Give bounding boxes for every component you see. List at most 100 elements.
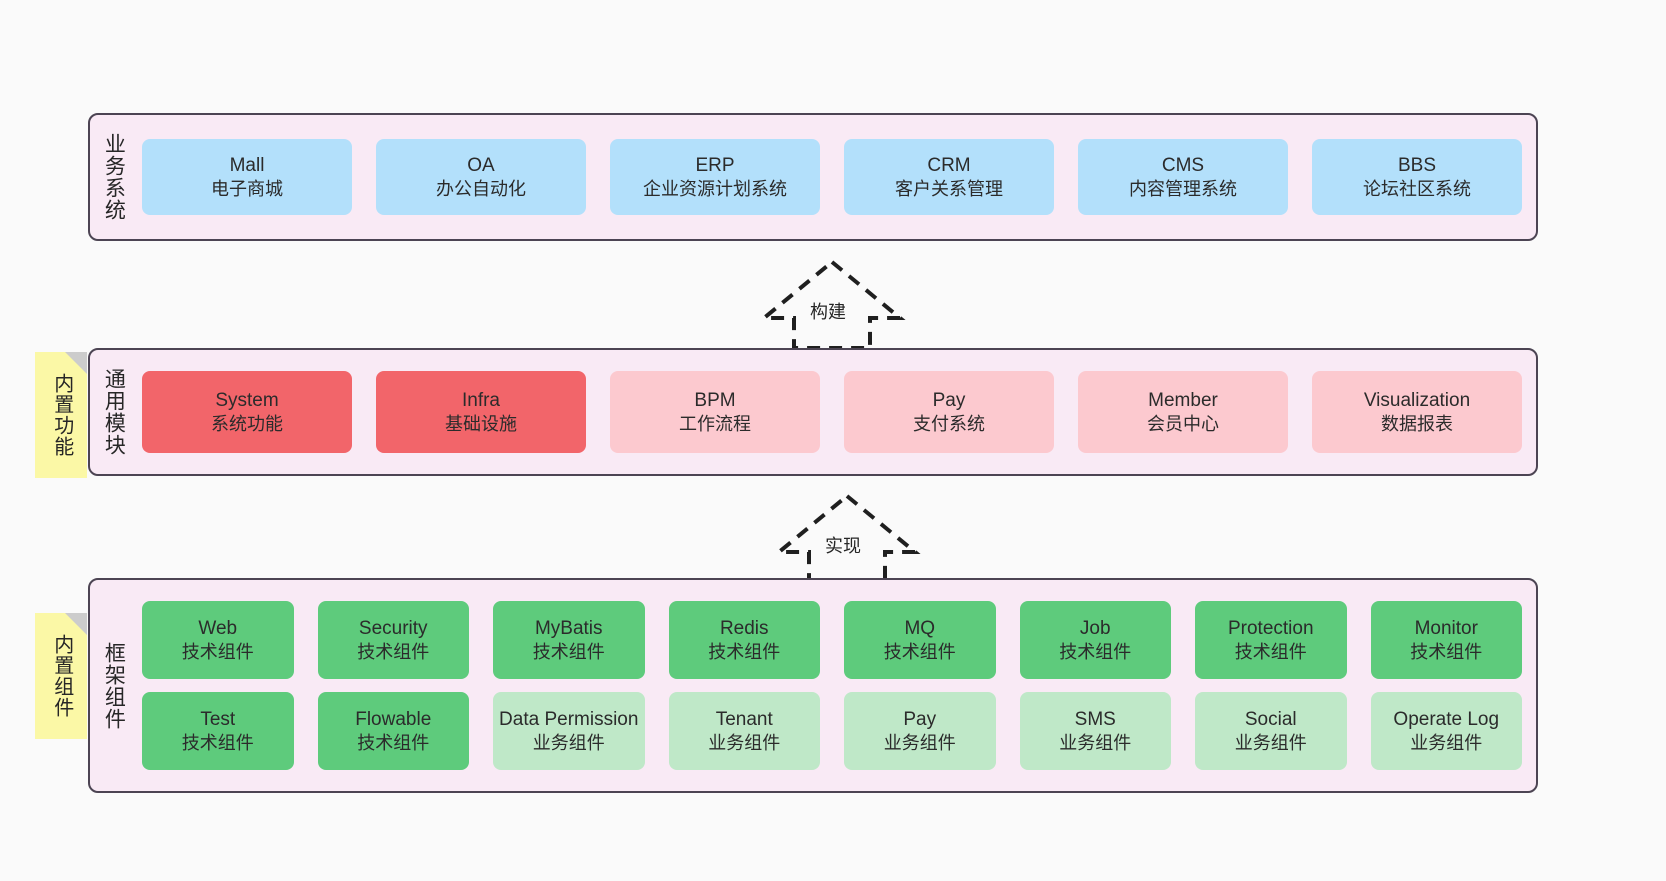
connector-realize-label: 实现 xyxy=(823,532,863,558)
node-subtitle: 工作流程 xyxy=(679,413,751,434)
node-title: Protection xyxy=(1227,617,1314,639)
node-visualization[interactable]: Visualization 数据报表 xyxy=(1312,371,1522,453)
node-title: Member xyxy=(1148,389,1218,411)
layer-title-module: 通用模块 xyxy=(102,368,126,456)
connector-realize-arrow: 实现 xyxy=(772,492,922,584)
node-subtitle: 技术组件 xyxy=(1234,641,1307,662)
connector-build-label: 构建 xyxy=(808,298,848,324)
node-subtitle: 技术组件 xyxy=(1059,641,1132,662)
layer-title-business: 业务系统 xyxy=(102,133,126,221)
node-subtitle: 业务组件 xyxy=(1234,732,1307,753)
node-title: MyBatis xyxy=(534,617,603,639)
node-pay-component[interactable]: Pay 业务组件 xyxy=(844,692,996,770)
node-protection[interactable]: Protection 技术组件 xyxy=(1195,601,1347,679)
node-row: System 系统功能 Infra 基础设施 BPM 工作流程 Pay 支付系统… xyxy=(142,371,1522,453)
node-subtitle: 论坛社区系统 xyxy=(1363,178,1471,199)
node-title: ERP xyxy=(695,154,735,176)
node-row: Web 技术组件 Security 技术组件 MyBatis 技术组件 Redi… xyxy=(142,601,1522,679)
layer-business: 业务系统 Mall 电子商城 OA 办公自动化 ERP 企业资源计划系统 CRM… xyxy=(88,113,1538,241)
node-operate-log[interactable]: Operate Log 业务组件 xyxy=(1370,692,1522,770)
node-subtitle: 业务组件 xyxy=(1059,732,1132,753)
node-data-permission[interactable]: Data Permission 业务组件 xyxy=(493,692,645,770)
node-title: Tenant xyxy=(715,708,773,730)
node-title: Pay xyxy=(903,708,937,730)
node-erp[interactable]: ERP 企业资源计划系统 xyxy=(610,139,820,215)
node-title: SMS xyxy=(1074,708,1116,730)
node-subtitle: 数据报表 xyxy=(1381,413,1453,434)
node-pay-module[interactable]: Pay 支付系统 xyxy=(844,371,1054,453)
node-subtitle: 技术组件 xyxy=(532,641,605,662)
node-mall[interactable]: Mall 电子商城 xyxy=(142,139,352,215)
layer-body-business: Mall 电子商城 OA 办公自动化 ERP 企业资源计划系统 CRM 客户关系… xyxy=(136,115,1536,239)
node-subtitle: 技术组件 xyxy=(181,732,254,753)
node-title: Job xyxy=(1079,617,1111,639)
node-title: Flowable xyxy=(355,708,432,730)
node-title: Test xyxy=(200,708,236,730)
node-title: BBS xyxy=(1397,154,1437,176)
node-title: MQ xyxy=(904,617,936,639)
node-subtitle: 系统功能 xyxy=(211,413,283,434)
node-job[interactable]: Job 技术组件 xyxy=(1019,601,1171,679)
node-subtitle: 基础设施 xyxy=(445,413,517,434)
layer-framework: 框架组件 Web 技术组件 Security 技术组件 MyBatis 技术组件… xyxy=(88,578,1538,793)
node-tenant[interactable]: Tenant 业务组件 xyxy=(668,692,820,770)
node-title: Visualization xyxy=(1363,389,1471,411)
node-title: Security xyxy=(358,617,428,639)
node-bbs[interactable]: BBS 论坛社区系统 xyxy=(1312,139,1522,215)
node-row: Test 技术组件 Flowable 技术组件 Data Permission … xyxy=(142,692,1522,770)
node-title: Operate Log xyxy=(1393,708,1500,730)
node-sms[interactable]: SMS 业务组件 xyxy=(1019,692,1171,770)
layer-body-framework: Web 技术组件 Security 技术组件 MyBatis 技术组件 Redi… xyxy=(136,580,1536,791)
node-title: Infra xyxy=(461,389,501,411)
node-test[interactable]: Test 技术组件 xyxy=(142,692,294,770)
node-title: CRM xyxy=(927,154,971,176)
node-security[interactable]: Security 技术组件 xyxy=(317,601,469,679)
node-title: Redis xyxy=(719,617,769,639)
node-subtitle: 业务组件 xyxy=(532,732,605,753)
node-member[interactable]: Member 会员中心 xyxy=(1078,371,1288,453)
node-monitor[interactable]: Monitor 技术组件 xyxy=(1370,601,1522,679)
note-builtin-features: 内置功能 xyxy=(35,352,87,478)
node-subtitle: 会员中心 xyxy=(1147,413,1219,434)
layer-title-framework: 框架组件 xyxy=(102,641,126,730)
node-subtitle: 电子商城 xyxy=(211,178,283,199)
node-social[interactable]: Social 业务组件 xyxy=(1195,692,1347,770)
node-subtitle: 技术组件 xyxy=(181,641,254,662)
node-title: Social xyxy=(1244,708,1297,730)
node-subtitle: 业务组件 xyxy=(1410,732,1483,753)
node-subtitle: 技术组件 xyxy=(1410,641,1483,662)
node-redis[interactable]: Redis 技术组件 xyxy=(668,601,820,679)
node-subtitle: 业务组件 xyxy=(708,732,781,753)
node-subtitle: 业务组件 xyxy=(883,732,956,753)
node-subtitle: 办公自动化 xyxy=(436,178,526,199)
node-title: OA xyxy=(467,154,495,176)
node-cms[interactable]: CMS 内容管理系统 xyxy=(1078,139,1288,215)
node-system[interactable]: System 系统功能 xyxy=(142,371,352,453)
node-title: Data Permission xyxy=(499,708,639,730)
node-web[interactable]: Web 技术组件 xyxy=(142,601,294,679)
layer-body-module: System 系统功能 Infra 基础设施 BPM 工作流程 Pay 支付系统… xyxy=(136,350,1536,474)
node-crm[interactable]: CRM 客户关系管理 xyxy=(844,139,1054,215)
node-title: BPM xyxy=(694,389,736,411)
node-mq[interactable]: MQ 技术组件 xyxy=(844,601,996,679)
connector-build-arrow: 构建 xyxy=(757,258,907,350)
node-title: Monitor xyxy=(1414,617,1478,639)
node-oa[interactable]: OA 办公自动化 xyxy=(376,139,586,215)
node-row: Mall 电子商城 OA 办公自动化 ERP 企业资源计划系统 CRM 客户关系… xyxy=(142,139,1522,215)
node-bpm[interactable]: BPM 工作流程 xyxy=(610,371,820,453)
node-title: Web xyxy=(198,617,238,639)
node-title: System xyxy=(215,389,279,411)
node-subtitle: 技术组件 xyxy=(708,641,781,662)
node-subtitle: 企业资源计划系统 xyxy=(643,178,787,199)
node-subtitle: 客户关系管理 xyxy=(895,178,1003,199)
note-builtin-components: 内置组件 xyxy=(35,613,87,739)
layer-module: 通用模块 System 系统功能 Infra 基础设施 BPM 工作流程 Pay… xyxy=(88,348,1538,476)
node-title: Mall xyxy=(229,154,265,176)
node-mybatis[interactable]: MyBatis 技术组件 xyxy=(493,601,645,679)
node-infra[interactable]: Infra 基础设施 xyxy=(376,371,586,453)
node-subtitle: 支付系统 xyxy=(913,413,985,434)
node-title: Pay xyxy=(932,389,966,411)
node-subtitle: 内容管理系统 xyxy=(1129,178,1237,199)
node-flowable[interactable]: Flowable 技术组件 xyxy=(317,692,469,770)
